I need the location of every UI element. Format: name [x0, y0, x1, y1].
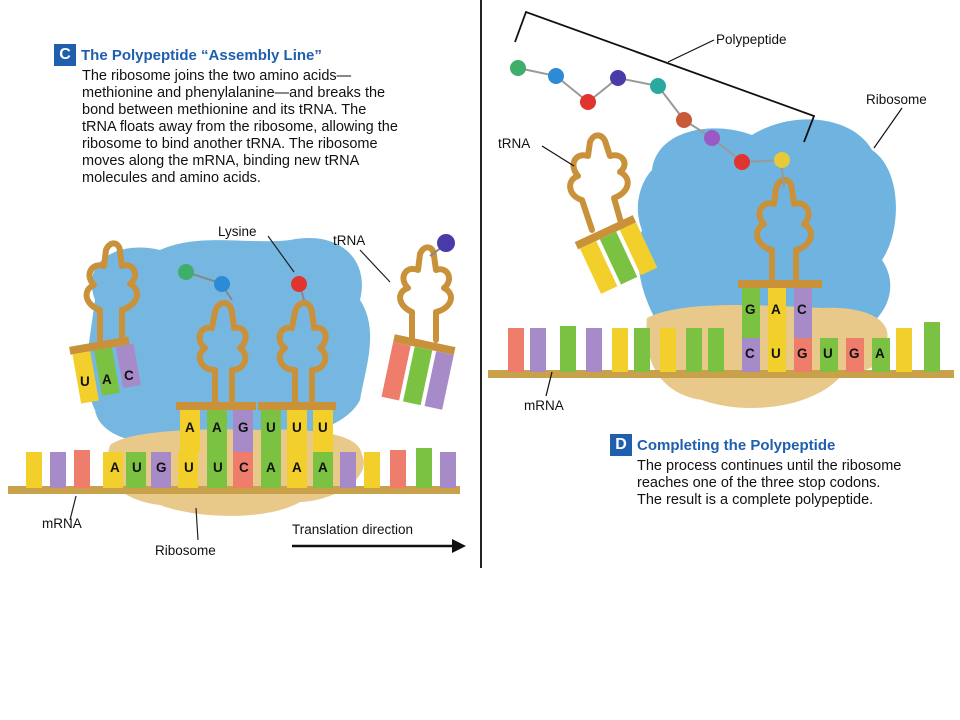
- mrna-base-4: U: [823, 346, 833, 361]
- trna-bound-legs: [738, 280, 822, 338]
- trna-exit-body: [83, 240, 140, 343]
- label-translation-direction: Translation direction: [292, 522, 414, 537]
- trna-exit-legs: [69, 336, 141, 404]
- ribosome-small-subunit: [646, 305, 888, 408]
- mrna-base-8: A: [292, 460, 302, 475]
- trna1-anticodon-2: A: [212, 420, 222, 435]
- label-mrna: mRNA: [524, 398, 564, 413]
- panel-d-title: Completing the Polypeptide: [637, 436, 836, 454]
- mrna-base-6: A: [875, 346, 885, 361]
- amino-acid-9: [774, 152, 790, 168]
- trna-anticodon-3: C: [797, 302, 807, 317]
- label-ribosome: Ribosome: [866, 92, 927, 107]
- panel-d-body: The process continues until the ribosome…: [637, 458, 902, 508]
- amino-acid-7: [704, 130, 720, 146]
- amino-acid-lysine: [291, 276, 307, 292]
- mrna-bases-decor: [508, 322, 940, 372]
- amino-acid-1: [510, 60, 526, 76]
- mrna-codon-bases: [742, 338, 890, 372]
- trna1-body: [196, 300, 249, 405]
- amino-acid-8: [734, 154, 750, 170]
- trna-incoming-legs: [381, 334, 456, 410]
- trna-exit-body: [567, 132, 631, 233]
- mrna-base-3: G: [156, 460, 167, 475]
- trna-anticodon-2: A: [771, 302, 781, 317]
- label-mrna: mRNA: [42, 516, 82, 531]
- trna-bound-body: [754, 177, 814, 283]
- mrna-base-1: A: [110, 460, 120, 475]
- mrna-base-2: U: [132, 460, 142, 475]
- panel-c-body: The ribosome joins the two amino acids— …: [82, 68, 398, 186]
- amino-acid-incoming: [437, 234, 455, 252]
- trna1-legs: [176, 402, 256, 452]
- trna1-anticodon-1: A: [185, 420, 195, 435]
- trna-incoming-body: [397, 244, 454, 343]
- mrna-base-5: U: [213, 460, 223, 475]
- mrna-base-2: U: [771, 346, 781, 361]
- mrna-base-7: A: [266, 460, 276, 475]
- mrna-backbone: [488, 370, 954, 378]
- polypeptide-bracket: [514, 10, 816, 143]
- trna2-anticodon-3: U: [318, 420, 328, 435]
- amino-acid-methionine: [178, 264, 194, 280]
- panel-c: A U G U U C A A A A A G U U U U A C C Th…: [0, 0, 480, 570]
- mrna-base-3: G: [797, 346, 808, 361]
- amino-acid-2: [548, 68, 564, 84]
- trna2-anticodon-1: U: [266, 420, 276, 435]
- mrna-codon-bases: [103, 452, 333, 488]
- panel-d-badge: D: [610, 434, 632, 456]
- amino-acid-phenylalanine: [214, 276, 230, 292]
- panel-c-badge: C: [54, 44, 76, 66]
- mrna-base-6: C: [239, 460, 249, 475]
- label-polypeptide: Polypeptide: [716, 32, 787, 47]
- amino-acid-6: [676, 112, 692, 128]
- panel-d-illustration: [488, 10, 954, 408]
- mrna-base-9: A: [318, 460, 328, 475]
- mrna-bases-decor: [26, 448, 456, 488]
- trna-exit-legs: [574, 215, 658, 294]
- panel-c-illustration: [8, 234, 466, 553]
- trna-exit-anticodon-2: A: [102, 372, 112, 387]
- trna2-body: [276, 300, 329, 405]
- trna2-anticodon-2: U: [292, 420, 302, 435]
- label-trna: tRNA: [498, 136, 531, 151]
- trna2-legs: [258, 402, 336, 452]
- mrna-base-4: U: [184, 460, 194, 475]
- label-lysine: Lysine: [218, 224, 257, 239]
- trna1-anticodon-3: G: [238, 420, 249, 435]
- trna-exit-anticodon-3: C: [124, 368, 134, 383]
- trna-exit-anticodon-1: U: [80, 374, 90, 389]
- label-trna: tRNA: [333, 233, 366, 248]
- label-ribosome: Ribosome: [155, 543, 216, 558]
- panel-c-title: The Polypeptide “Assembly Line”: [81, 46, 322, 64]
- mrna-backbone: [8, 486, 460, 494]
- mrna-base-1: C: [745, 346, 755, 361]
- amino-acid-3: [580, 94, 596, 110]
- panel-d-header: D Completing the Polypeptide: [610, 434, 835, 456]
- amino-acid-5: [650, 78, 666, 94]
- panel-c-header: C The Polypeptide “Assembly Line”: [54, 44, 322, 66]
- amino-acid-4: [610, 70, 626, 86]
- mrna-base-5: G: [849, 346, 860, 361]
- panel-divider: [480, 0, 482, 568]
- panel-d: C U G U G A G A C Polypeptide Ribosome t…: [482, 0, 960, 570]
- trna-anticodon-1: G: [745, 302, 756, 317]
